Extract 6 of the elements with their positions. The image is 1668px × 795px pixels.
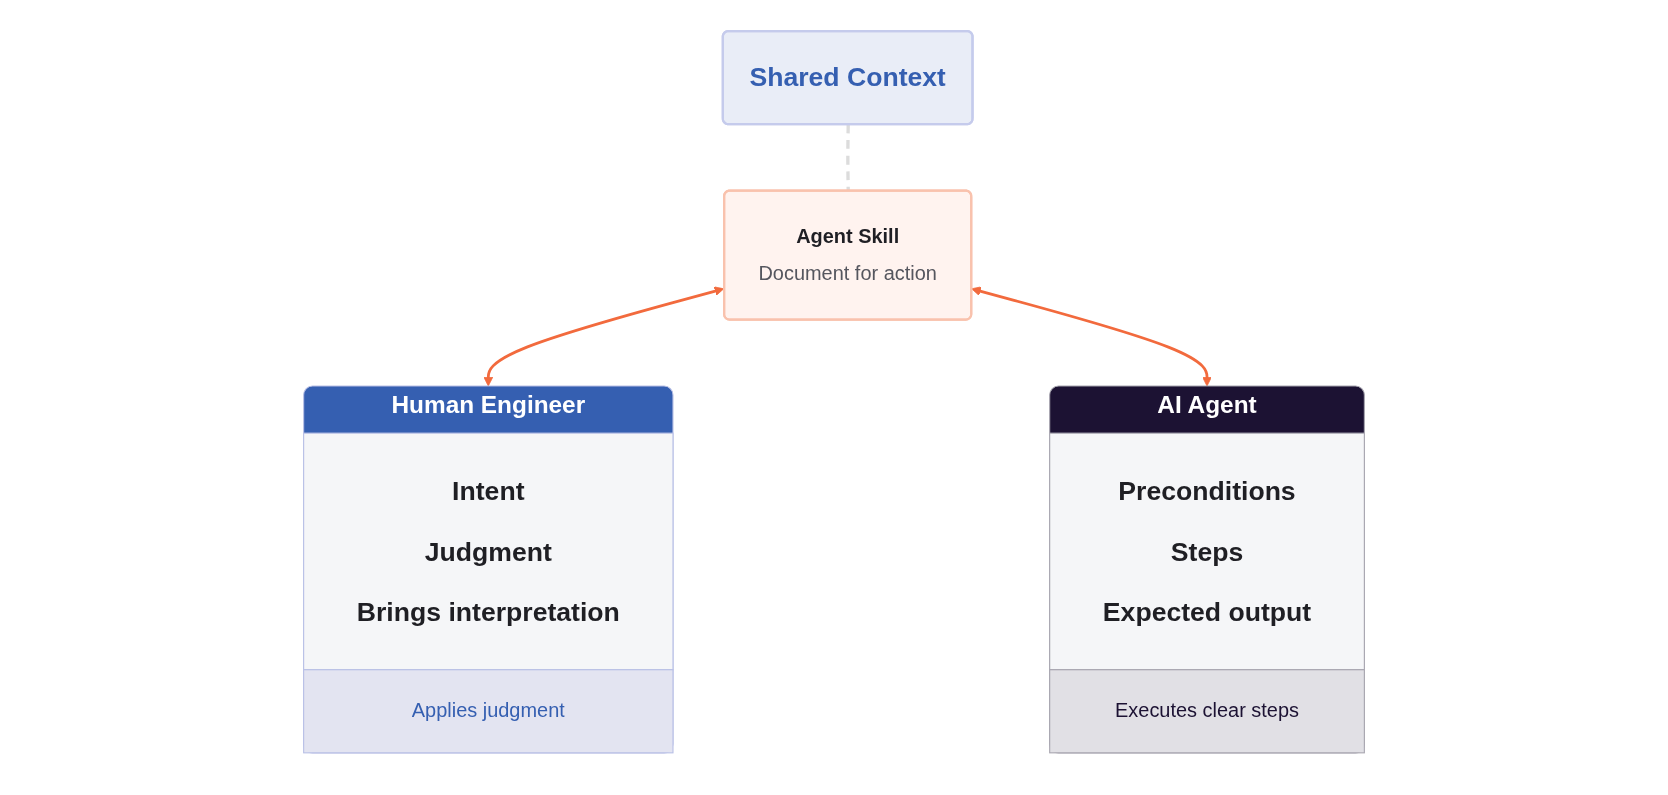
node-box: Applies judgment: [303, 669, 674, 754]
arrow: [971, 286, 1212, 387]
node-box: Preconditions Steps Expected output: [1049, 432, 1365, 671]
node-box: Intent Judgment Brings interpretation: [303, 432, 674, 671]
arrow: [483, 286, 725, 387]
node-box: Executes clear steps: [1049, 669, 1365, 754]
